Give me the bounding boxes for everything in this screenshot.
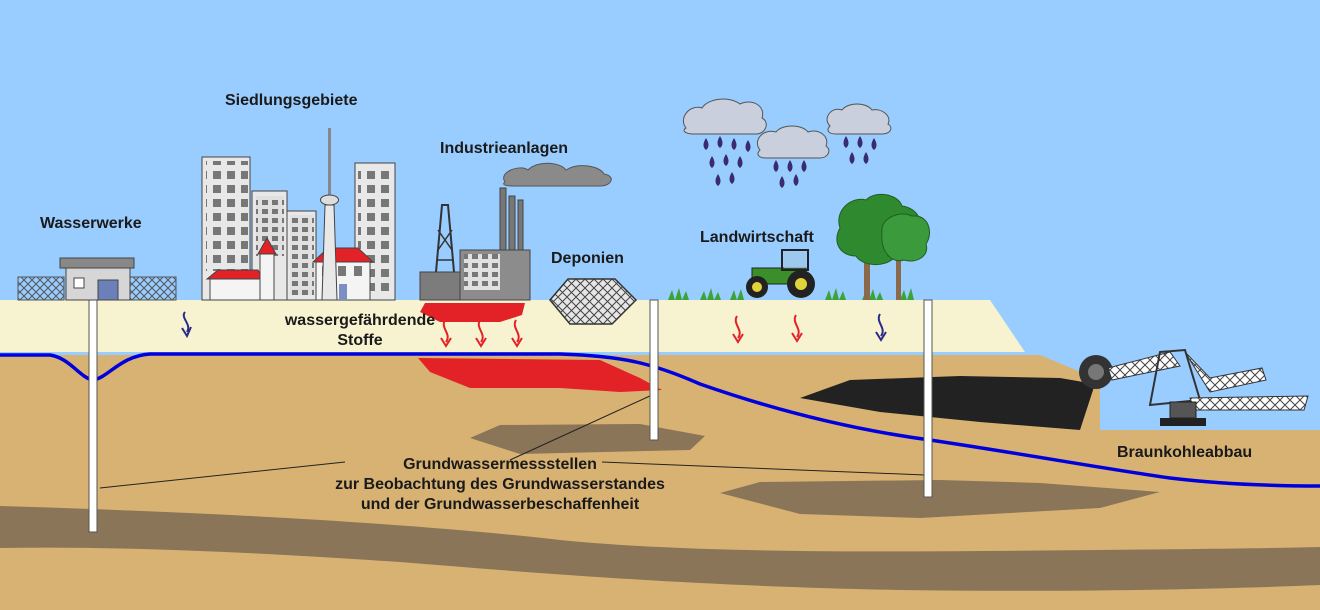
contamination-plume [418,303,662,392]
label-siedlungsgebiete: Siedlungsgebiete [225,92,358,109]
label-mess-line1: Grundwassermessstellen [403,456,597,473]
label-stoffe-line1: wassergefährdende [284,312,436,329]
label-wasserwerke: Wasserwerke [40,215,142,232]
landfill [549,278,638,325]
label-mess-line3: und der Grundwasserbeschaffenheit [360,496,640,513]
tractor [746,249,815,298]
monitoring-well-right [923,299,933,498]
well-pointer-lines [99,394,926,489]
arrow-red-2 [475,319,487,348]
lignite-seam [800,376,1095,430]
arrow-red-3 [511,319,523,348]
surface-layer [0,300,1025,352]
monitoring-well-left [88,299,98,533]
arrow-red-1 [440,319,452,348]
rain-cloud-3 [826,103,892,135]
label-grundwassermessstellen: Grundwassermessstellen zur Beobachtung d… [290,455,710,515]
label-landwirtschaft: Landwirtschaft [700,229,814,246]
smoke-cloud [503,162,612,187]
clay-band-bottom [0,506,1320,591]
rain-drops [703,136,877,188]
clay-lens-right [720,480,1160,518]
trees [836,193,930,300]
arrow-red-4 [732,315,744,344]
arrow-blue-right [875,313,887,342]
groundwater-table [0,352,1320,488]
monitoring-well-middle [649,299,659,441]
tv-tower [320,128,339,301]
rain-clouds [682,98,892,188]
city-buildings [201,156,396,301]
rain-cloud-1 [682,98,767,135]
water-works-building [17,257,177,301]
label-industrieanlagen: Industrieanlagen [440,140,569,157]
arrow-blue-left [181,311,192,339]
label-deponien: Deponien [551,250,624,267]
grass [668,288,914,300]
clay-lens-middle [470,424,705,454]
label-braunkohleabbau: Braunkohleabbau [1117,444,1253,461]
infiltration-arrows [181,311,887,348]
factory [419,187,531,301]
rain-cloud-2 [756,125,830,159]
label-wassergefaehrdende-stoffe: wassergefährdende Stoffe [262,311,458,351]
label-mess-line2: zur Beobachtung des Grundwasserstandes [335,476,665,493]
bucket-wheel-excavator [1079,348,1309,426]
arrow-red-5 [791,314,803,343]
label-stoffe-line2: Stoffe [337,332,383,349]
